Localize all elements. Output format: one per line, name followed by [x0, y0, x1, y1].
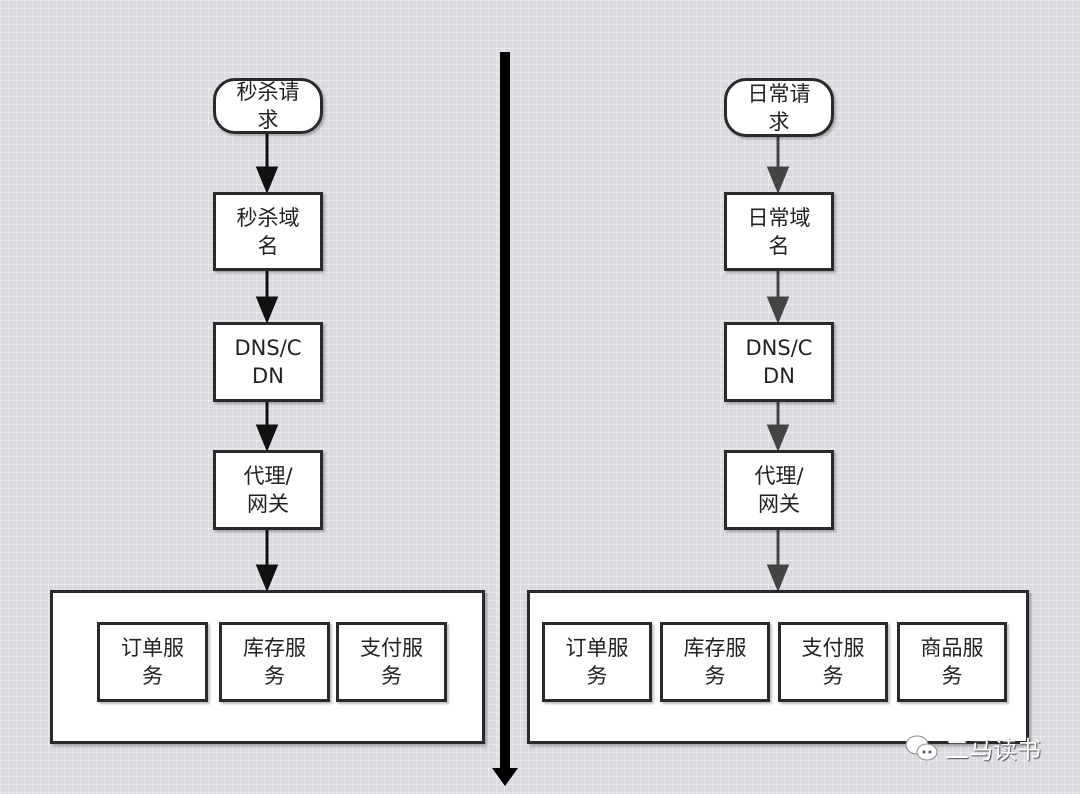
node-label: DNS/CDN — [745, 336, 813, 388]
node-label: 秒杀请求 — [236, 80, 300, 132]
divider-arrow — [492, 52, 518, 786]
node-label: 日常请求 — [747, 81, 811, 134]
node-dns-cdn: DNS/CDN — [724, 322, 834, 402]
wechat-icon — [905, 735, 938, 760]
node-label: 秒杀域名 — [236, 205, 300, 258]
node-seckill-domain: 秒杀域名 — [213, 192, 323, 271]
service-payment: 支付服务 — [336, 622, 447, 702]
node-label: 商品服务 — [920, 636, 984, 688]
node-label: 日常域名 — [747, 205, 811, 258]
watermark: 二马读书 — [905, 730, 1041, 765]
service-order: 订单服务 — [97, 622, 208, 702]
node-label: 支付服务 — [801, 636, 865, 688]
service-inventory: 库存服务 — [219, 622, 330, 702]
node-label: 库存服务 — [683, 636, 747, 688]
service-payment: 支付服务 — [778, 622, 888, 702]
node-daily-domain: 日常域名 — [724, 192, 834, 271]
node-label: 代理/网关 — [243, 464, 293, 516]
node-label: 订单服务 — [565, 636, 629, 688]
start-node-seckill: 秒杀请求 — [213, 78, 323, 134]
node-label: DNS/CDN — [234, 336, 302, 388]
node-proxy-gateway: 代理/网关 — [213, 450, 323, 530]
service-inventory: 库存服务 — [660, 622, 770, 702]
watermark-text: 二马读书 — [945, 736, 1041, 764]
node-dns-cdn: DNS/CDN — [213, 322, 323, 402]
service-order: 订单服务 — [542, 622, 652, 702]
node-label: 支付服务 — [360, 636, 423, 688]
node-proxy-gateway: 代理/网关 — [724, 450, 834, 530]
node-label: 订单服务 — [121, 636, 184, 688]
service-product: 商品服务 — [897, 622, 1007, 702]
node-label: 库存服务 — [243, 636, 306, 688]
start-node-daily: 日常请求 — [724, 78, 834, 137]
node-label: 代理/网关 — [754, 464, 804, 516]
